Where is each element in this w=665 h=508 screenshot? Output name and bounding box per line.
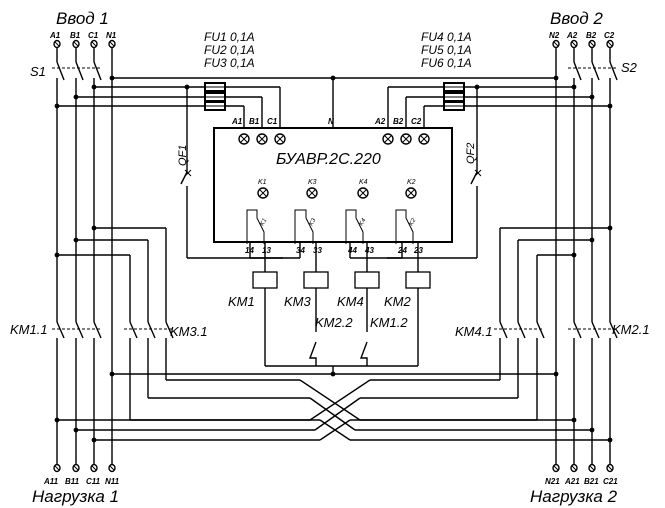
device-terminal-label: N <box>328 117 334 126</box>
terminal-label: N2 <box>549 31 560 40</box>
terminal-label: B1 <box>70 31 81 40</box>
control-wiring <box>249 242 419 374</box>
contact-label: K4 <box>359 217 368 227</box>
km4-branch <box>494 225 613 420</box>
input-terminals-right: Ввод 2 N2 A2 B2 C2 <box>549 9 615 49</box>
contact-label: K1 <box>260 218 269 227</box>
km3-branch <box>54 225 174 420</box>
fuse-labels-left: FU1 0,1A FU2 0,1A FU3 0,1A <box>204 30 255 70</box>
load-terminals-left: A11 B11 C11 N11 Нагрузка 1 <box>32 463 120 506</box>
interlock-label: KM2.2 <box>315 315 353 330</box>
vvod1-label: Ввод 1 <box>56 9 109 28</box>
contact-label: K2 <box>409 217 418 227</box>
terminal-screw-icon <box>552 463 614 473</box>
device-title: БУАВР.2С.220 <box>276 151 381 168</box>
fuse-labels-right: FU4 0,1A FU5 0,1A FU6 0,1A <box>421 30 472 70</box>
lamp-icon <box>257 187 417 199</box>
device-terminal-label: A1 <box>231 117 243 126</box>
fuse-block-left <box>204 82 226 111</box>
fuse-label: FU1 0,1A <box>204 30 255 44</box>
lamp-label: K3 <box>308 179 317 186</box>
lamp-label: K2 <box>407 179 416 186</box>
terminal-label: A2 <box>566 31 578 40</box>
terminal-label: A1 <box>49 31 61 40</box>
device-terminal-label: A2 <box>374 117 386 126</box>
terminal-label: A11 <box>43 477 59 486</box>
breaker-cross-icon <box>184 169 482 177</box>
km31-label: KM3.1 <box>170 324 208 339</box>
device-terminal-label: B2 <box>393 117 404 126</box>
km21-label: KM2.1 <box>612 322 650 337</box>
terminal-label: B2 <box>586 31 597 40</box>
terminal-label: B21 <box>584 477 599 486</box>
coil-label: KM1 <box>228 294 255 309</box>
input-terminals-left: Ввод 1 A1 B1 C1 N1 <box>49 9 117 49</box>
terminal-screw-icon <box>238 133 430 145</box>
right-input-bus <box>555 48 618 465</box>
fuse-label: FU3 0,1A <box>204 56 255 70</box>
coil-label: KM3 <box>284 294 312 309</box>
internal-relay-contacts: K1 K3 K4 K2 <box>246 209 418 244</box>
terminal-label: C21 <box>603 477 618 486</box>
contact-label: K3 <box>309 217 318 227</box>
device-terminal-label: B1 <box>249 117 260 126</box>
right-feed-wires <box>387 75 613 259</box>
device-terminal-label: 43 <box>364 246 374 255</box>
terminal-label: N1 <box>106 31 117 40</box>
cross-wires <box>54 371 613 443</box>
device-terminal-label: C1 <box>267 117 278 126</box>
terminal-label: B11 <box>65 477 80 486</box>
fuse-label: FU2 0,1A <box>204 43 255 57</box>
fuse-label: FU6 0,1A <box>421 56 472 70</box>
device-terminal-label: C2 <box>411 117 422 126</box>
qf1-label: QF1 <box>177 145 189 166</box>
switch-s2-label: S2 <box>621 60 638 75</box>
terminal-label: A21 <box>564 477 580 486</box>
terminal-label: C11 <box>86 477 101 486</box>
terminal-label: N21 <box>545 477 560 486</box>
load-terminals-right: N21 A21 B21 C21 Нагрузка 2 <box>530 463 618 506</box>
coil-label: KM2 <box>384 294 412 309</box>
device-terminal-label: 33 <box>313 246 322 255</box>
left-input-bus <box>52 48 113 465</box>
interlock-label: KM1.2 <box>370 315 408 330</box>
km11-label: KM1.1 <box>10 322 48 337</box>
lamp-label: K4 <box>359 179 368 186</box>
fuse-label: FU5 0,1A <box>421 43 472 57</box>
fuse-block-right <box>443 82 465 111</box>
load1-label: Нагрузка 1 <box>32 487 119 506</box>
terminal-screw-icon <box>552 39 614 49</box>
device-terminal-label: 44 <box>347 246 357 255</box>
device-terminal-label: 13 <box>262 246 271 255</box>
lamp-label: K1 <box>258 179 267 186</box>
contactor-coils: KM1 KM3 KM4 KM2 KM2.2 KM1.2 <box>228 271 431 330</box>
buavr-device: БУАВР.2С.220 A1 B1 C1 N A2 B2 C2 K1 K3 K… <box>213 117 453 255</box>
switch-s1-label: S1 <box>30 64 46 79</box>
load2-label: Нагрузка 2 <box>530 487 618 506</box>
terminal-label: C2 <box>604 31 615 40</box>
km41-label: KM4.1 <box>455 324 493 339</box>
terminal-label: C1 <box>88 31 99 40</box>
coil-label: KM4 <box>337 294 364 309</box>
vvod2-label: Ввод 2 <box>550 9 603 28</box>
qf2-label: QF2 <box>465 143 477 164</box>
terminal-screw-icon <box>53 463 116 473</box>
left-feed-wires <box>54 75 557 259</box>
terminal-label: N11 <box>105 477 120 486</box>
device-terminal-label: 34 <box>296 246 305 255</box>
fuse-label: FU4 0,1A <box>421 30 472 44</box>
terminal-screw-icon <box>53 39 116 49</box>
